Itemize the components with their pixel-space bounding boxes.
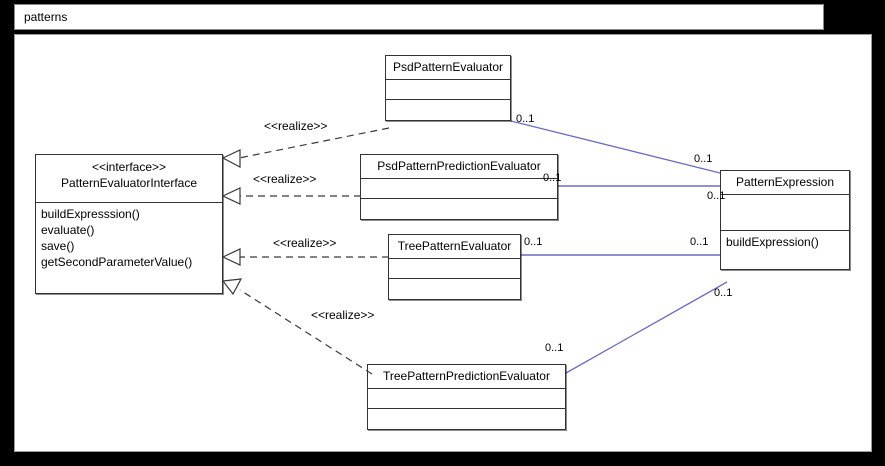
multiplicity-psd-evaluator-source: 0..1	[516, 113, 535, 125]
multiplicity-tree-prediction-evaluator-source: 0..1	[545, 342, 564, 354]
class-name: TreePatternEvaluator	[397, 239, 512, 253]
class-box-psd-pattern-prediction-evaluator[interactable]: PsdPatternPredictionEvaluator	[360, 154, 558, 220]
class-box-tree-pattern-evaluator[interactable]: TreePatternEvaluator	[388, 234, 521, 300]
class-attributes-compartment	[721, 195, 849, 231]
realize-label-psd-evaluator: <<realize>>	[264, 119, 328, 133]
class-box-tree-pattern-prediction-evaluator[interactable]: TreePatternPredictionEvaluator	[367, 364, 566, 430]
realization-line-tree-prediction-evaluator	[239, 289, 373, 375]
operation-item: getSecondParameterValue()	[41, 255, 193, 269]
class-name-compartment: TreePatternPredictionEvaluator	[368, 365, 565, 389]
class-attributes-compartment	[368, 389, 565, 409]
class-operations-compartment: buildExpression()	[721, 231, 849, 269]
association-line-tree-prediction-evaluator	[565, 281, 728, 374]
class-operations-compartment: buildExpresssion() evaluate() save() get…	[36, 203, 222, 294]
multiplicity-pattern-expression-upper: 0..1	[707, 190, 726, 202]
realization-arrowhead-psd-prediction-evaluator	[221, 187, 241, 205]
class-name: PsdPatternPredictionEvaluator	[377, 159, 541, 173]
operation-item: buildExpresssion()	[41, 207, 140, 221]
window-title-label: patterns	[24, 10, 68, 24]
diagram-canvas-frame[interactable]: <<interface>> PatternEvaluatorInterface …	[14, 34, 872, 452]
operation-item: buildExpression()	[726, 235, 819, 249]
realize-label-tree-prediction-evaluator: <<realize>>	[311, 308, 375, 322]
class-name: PatternEvaluatorInterface	[60, 176, 198, 190]
realization-arrowhead-tree-prediction-evaluator	[221, 278, 243, 296]
multiplicity-pattern-expression-top: 0..1	[694, 153, 713, 165]
class-stereotype: <<interface>>	[91, 160, 167, 174]
class-name: PatternExpression	[735, 175, 835, 189]
multiplicity-pattern-expression-bottom: 0..1	[714, 287, 733, 299]
class-box-pattern-evaluator-interface[interactable]: <<interface>> PatternEvaluatorInterface …	[35, 154, 223, 294]
class-attributes-compartment	[386, 80, 510, 100]
class-operations-compartment	[386, 100, 510, 120]
window-title-bar[interactable]: patterns	[14, 4, 824, 30]
operation-item: evaluate()	[41, 223, 95, 237]
class-name-compartment: <<interface>> PatternEvaluatorInterface	[36, 155, 222, 203]
realization-arrowhead-tree-evaluator	[221, 248, 241, 266]
class-attributes-compartment	[389, 259, 520, 279]
realize-label-psd-prediction-evaluator: <<realize>>	[253, 172, 317, 186]
class-name-compartment: PsdPatternPredictionEvaluator	[361, 155, 557, 179]
realization-arrowhead-psd-evaluator	[221, 149, 241, 168]
class-name-compartment: PatternExpression	[721, 171, 849, 195]
multiplicity-tree-evaluator-source: 0..1	[524, 236, 543, 248]
class-operations-compartment	[361, 199, 557, 219]
class-name-compartment: TreePatternEvaluator	[389, 235, 520, 259]
realize-label-tree-evaluator: <<realize>>	[273, 236, 337, 250]
class-operations-compartment	[368, 409, 565, 429]
multiplicity-psd-prediction-evaluator-source: 0..1	[543, 172, 562, 184]
class-name: TreePatternPredictionEvaluator	[383, 369, 550, 383]
class-attributes-compartment	[361, 179, 557, 199]
class-box-pattern-expression[interactable]: PatternExpression buildExpression()	[720, 170, 850, 270]
class-operations-compartment	[389, 279, 520, 299]
diagram-canvas: <<interface>> PatternEvaluatorInterface …	[15, 35, 871, 451]
class-name-compartment: PsdPatternEvaluator	[386, 56, 510, 80]
class-box-psd-pattern-evaluator[interactable]: PsdPatternEvaluator	[385, 55, 511, 121]
operation-item: save()	[41, 239, 75, 253]
multiplicity-pattern-expression-lower: 0..1	[690, 236, 709, 248]
class-name: PsdPatternEvaluator	[392, 60, 504, 74]
